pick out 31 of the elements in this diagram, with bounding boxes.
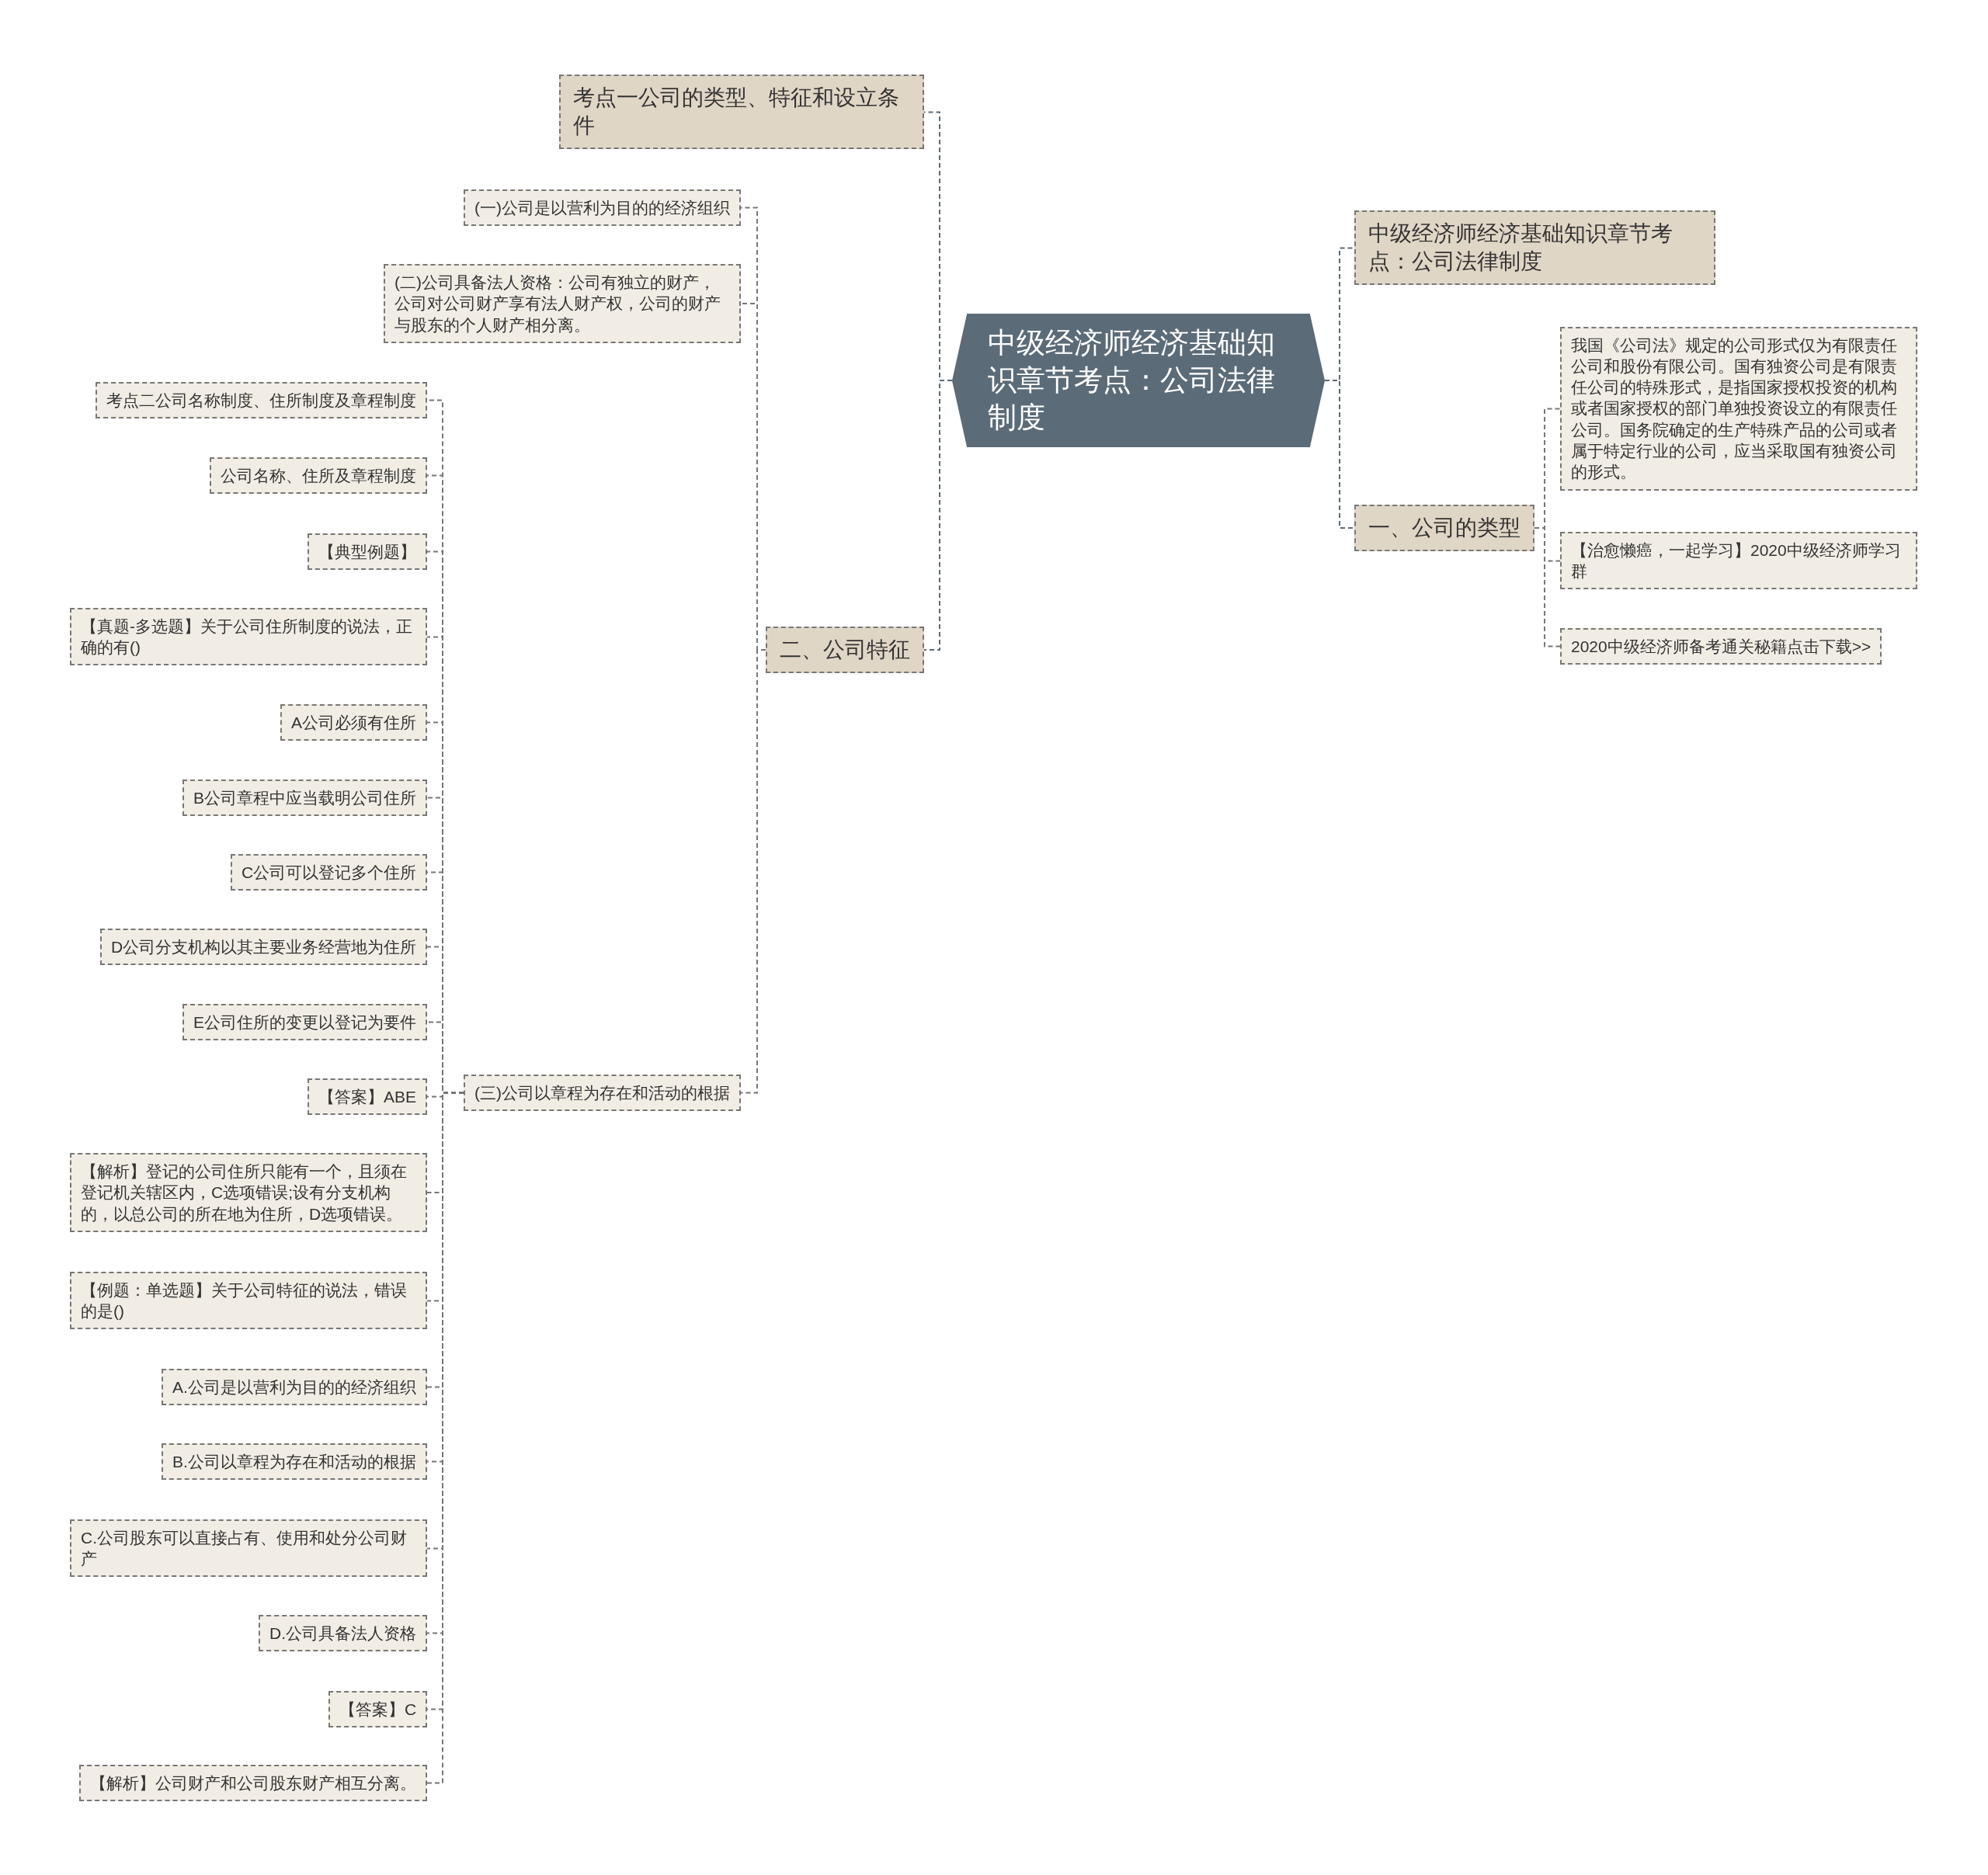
subtopic-box: (二)公司具备法人资格：公司有独立的财产，公司对公司财产享有法人财产权，公司的财产与股东的个人财产相分离。 xyxy=(384,264,741,343)
subtopic-box: D公司分支机构以其主要业务经营地为住所 xyxy=(100,928,428,965)
subtopic-box: B.公司以章程为存在和活动的根据 xyxy=(162,1443,427,1480)
subtopic-box: 【解析】登记的公司住所只能有一个，且须在登记机关辖区内，C选项错误;设有分支机构的，以总公司的所在地为住所，D选项错误。 xyxy=(70,1153,427,1232)
subtopic-box: 【答案】C xyxy=(328,1690,428,1727)
topic-box: 考点一公司的类型、特征和设立条件 xyxy=(559,74,924,150)
subtopic-box: 2020中级经济师备考通关秘籍点击下载>> xyxy=(1560,627,1882,665)
subtopic-box: A.公司是以营利为目的的经济组织 xyxy=(162,1368,427,1405)
subtopic-box: 考点二公司名称制度、住所制度及章程制度 xyxy=(96,381,427,418)
subtopic-box: C公司可以登记多个住所 xyxy=(231,853,428,891)
subtopic-box: 我国《公司法》规定的公司形式仅为有限责任公司和股份有限公司。国有独资公司是有限责任公司的特殊形式，是指国家授权投资的机构或者国家授权的部门单独投资设立的有限责任公司。国务院确定的生产特殊产品的公司或者属于特定行业的公司，应当采取国有独资公司的形式。 xyxy=(1560,326,1917,491)
subtopic-box: 公司名称、住所及章程制度 xyxy=(210,457,427,494)
connector xyxy=(1324,380,1355,529)
subtopic-box: 【答案】ABE xyxy=(308,1078,428,1115)
subtopic-box: 【例题：单选题】关于公司特征的说法，错误的是() xyxy=(70,1271,427,1330)
connector xyxy=(1534,527,1561,648)
topic-box: 一、公司的类型 xyxy=(1354,505,1534,552)
subtopic-box: D.公司具备法人资格 xyxy=(259,1614,427,1651)
subtopic-box: 【真题-多选题】关于公司住所制度的说法，正确的有() xyxy=(70,607,427,666)
subtopic-box: E公司住所的变更以登记为要件 xyxy=(182,1003,427,1040)
topic-box: 中级经济师经济基础知识章节考点：公司法律制度 xyxy=(1354,210,1715,286)
subtopic-box: (一)公司是以营利为目的的经济组织 xyxy=(464,189,741,226)
subtopic-box: 【治愈懒癌，一起学习】2020中级经济师学习群 xyxy=(1560,531,1917,590)
topic-box: 二、公司特征 xyxy=(766,627,924,674)
central-topic: 中级经济师经济基础知识章节考点：公司法律制度 xyxy=(952,314,1325,448)
subtopic-box: 【解析】公司财产和公司股东财产相互分离。 xyxy=(79,1764,427,1801)
subtopic-box: B公司章程中应当载明公司住所 xyxy=(182,779,427,816)
subtopic-box: A公司必须有住所 xyxy=(280,703,427,741)
subtopic-box: (三)公司以章程为存在和活动的根据 xyxy=(464,1074,741,1111)
subtopic-box: 【典型例题】 xyxy=(308,533,427,570)
subtopic-box: C.公司股东可以直接占有、使用和处分公司财产 xyxy=(70,1519,427,1578)
